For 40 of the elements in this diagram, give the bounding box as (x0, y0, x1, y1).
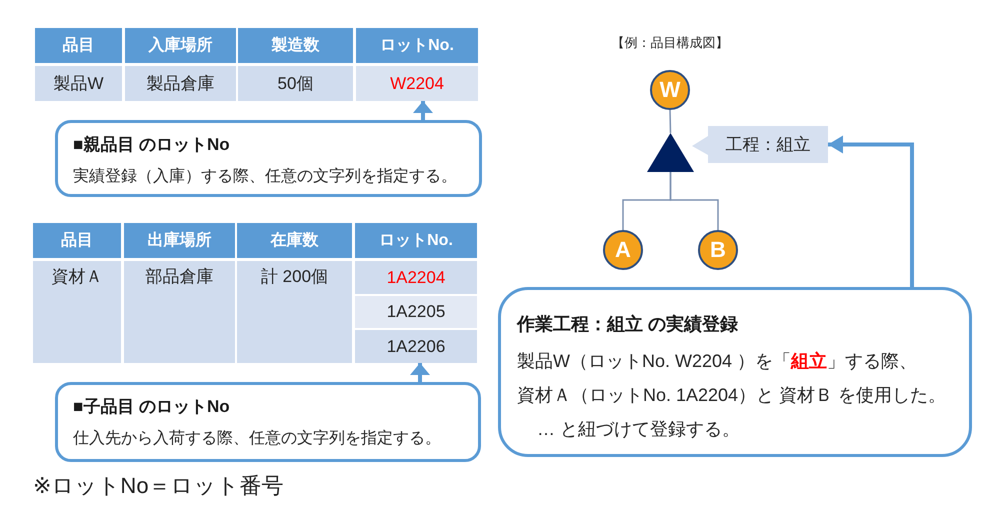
connector-line (669, 110, 672, 134)
item-circle: W (650, 70, 690, 110)
triangle-symbol (647, 133, 694, 172)
table-cell: 計 200個 (237, 261, 352, 363)
table-cell: 1A2204 (355, 261, 477, 294)
panel-heading: 作業工程：組立 の実績登録 (517, 313, 740, 336)
panel-text: … と紐づけて登録する。 (536, 418, 742, 441)
callout-box (55, 382, 481, 462)
table-cell: 1A2205 (355, 296, 477, 328)
arrow (828, 136, 914, 287)
table-cell: 製品W (35, 66, 122, 101)
connector-line (670, 172, 719, 230)
table-cell: 50個 (238, 66, 353, 101)
diagram-heading: 【例：品目構成図】 (610, 34, 730, 52)
table-header-cell: ロットNo. (355, 223, 477, 258)
info-panel (498, 287, 972, 457)
table-header-cell: 品目 (33, 223, 121, 258)
table-cell: W2204 (356, 66, 478, 101)
arrow (413, 101, 433, 120)
table-header-cell: 入庫場所 (125, 28, 236, 63)
table-header-cell: 製造数 (238, 28, 353, 63)
callout-box (55, 120, 482, 197)
arrow (410, 363, 430, 382)
table-header-cell: 在庫数 (237, 223, 352, 258)
table-header-cell: ロットNo. (356, 28, 478, 63)
table-header-cell: 出庫場所 (124, 223, 235, 258)
table-cell: 資材Ａ (33, 261, 121, 363)
table-cell: 1A2206 (355, 330, 477, 363)
item-circle: B (698, 230, 738, 270)
table-cell: 製品倉庫 (125, 66, 236, 101)
panel-text: 製品W（ロットNo. W2204 ）を「組立」する際、資材Ａ（ロットNo. 1A2204）と 資材Ｂ を使用した。 (517, 350, 948, 407)
callout-text: 仕入先から入荷する際、任意の文字列を指定する。 (73, 428, 442, 449)
item-circle: A (603, 230, 643, 270)
table-header-cell: 品目 (35, 28, 122, 63)
callout-heading: ■親品目 のロットNo (73, 134, 231, 156)
callout-heading: ■子品目 のロットNo (73, 396, 231, 418)
table-cell: 部品倉庫 (124, 261, 235, 363)
callout-text: 実績登録（入庫）する際、任意の文字列を指定する。 (73, 166, 458, 187)
process-callout: 工程：組立 (692, 126, 828, 163)
footnote: ※ロットNo＝ロット番号 (33, 472, 285, 500)
